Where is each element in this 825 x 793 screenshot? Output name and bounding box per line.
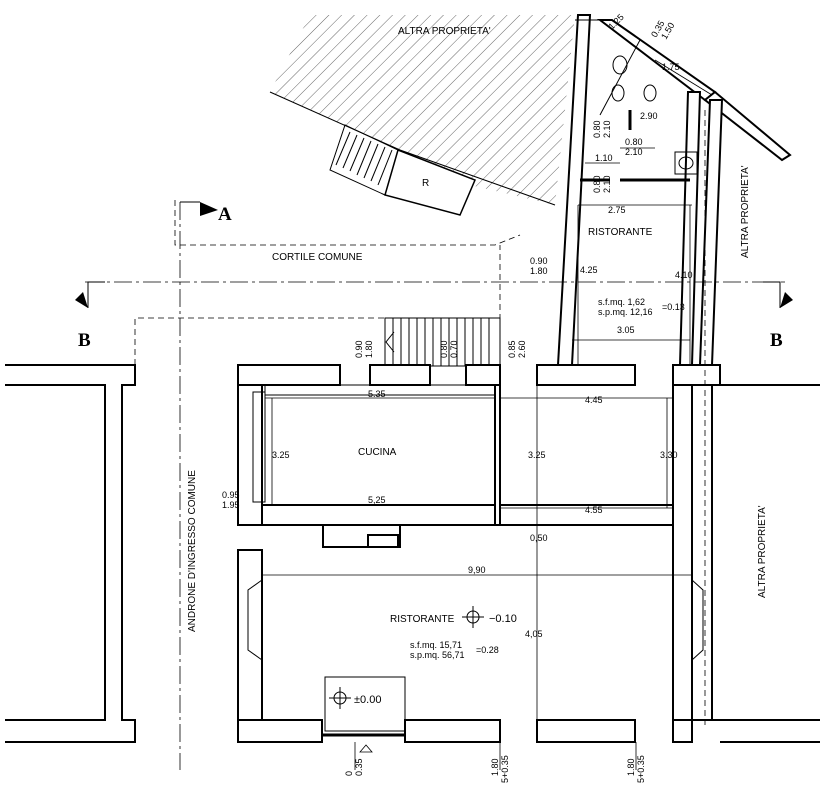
- dim-425: 4.25: [580, 265, 598, 275]
- dim-110: 1.10: [595, 153, 613, 163]
- bay-left: [247, 579, 263, 661]
- dim-180b: 1.80: [364, 340, 374, 358]
- dim-080a: 0.80: [592, 120, 602, 138]
- dim-180a: 1.80: [530, 266, 548, 276]
- room-label-ristorante: RISTORANTE: [390, 614, 455, 625]
- section-b-right: B: [770, 330, 783, 351]
- dim-090b: 0.90: [354, 340, 364, 358]
- entrance-landing: [324, 676, 406, 732]
- dim-210a: 2.10: [602, 120, 612, 138]
- altra-proprieta-right-bottom: ALTRA PROPRIETA': [757, 505, 768, 598]
- dim-bottom-3b: 5+0.35: [636, 755, 646, 783]
- dim-325a: 3.25: [272, 450, 290, 460]
- dim-090: 0.90: [530, 256, 548, 266]
- dim-210c: 2.10: [602, 175, 612, 193]
- ratio-main-sf: s.f.mq. 15,71: [410, 640, 462, 650]
- level-marker-main: [462, 606, 484, 628]
- dim-195: 1.95: [222, 500, 240, 510]
- dimension-lines: [262, 59, 713, 770]
- ratio-upper-sf: s.f.mq. 1,62: [598, 297, 645, 307]
- dim-080d: 0.80: [439, 340, 449, 358]
- dim-325b: 3.25: [528, 450, 546, 460]
- main-walls: [5, 364, 820, 743]
- section-b-left: B: [78, 330, 91, 351]
- altra-proprieta-right-top: ALTRA PROPRIETA': [740, 165, 751, 258]
- dim-275: 2.75: [608, 205, 626, 215]
- ratio-upper-value: =0.13: [662, 302, 685, 312]
- dim-bottom-3a: 1.80: [626, 758, 636, 776]
- dim-175: 1.75: [662, 62, 680, 72]
- dim-bottom-2b: 5+0.35: [500, 755, 510, 783]
- dim-260: 2.60: [517, 340, 527, 358]
- dim-085: 0.85: [507, 340, 517, 358]
- androne-label: ANDRONE D'INGRESSO COMUNE: [187, 470, 198, 632]
- dim-bottom-1b: 0: [344, 771, 354, 776]
- dim-525: 5,25: [368, 495, 386, 505]
- dim-080c: 0.80: [592, 175, 602, 193]
- dim-445: 4.45: [585, 395, 603, 405]
- room-r-label: R: [422, 178, 429, 189]
- bay-right: [691, 579, 704, 661]
- cortile-outline: [174, 200, 521, 246]
- upper-right-walls: [556, 14, 792, 366]
- dim-095: 0.95: [222, 490, 240, 500]
- room-label-ristorante-upper: RISTORANTE: [588, 227, 653, 238]
- dim-305: 3.05: [617, 325, 635, 335]
- dim-080b: 0.80: [625, 137, 643, 147]
- section-b-left-marker: [87, 281, 105, 308]
- ratio-upper-sp: s.p.mq. 12,16: [598, 307, 653, 317]
- section-a-label: A: [218, 204, 232, 225]
- hatch-boundary-2: [399, 149, 556, 206]
- bathroom-fixtures: [611, 55, 698, 175]
- dim-050: 0,50: [530, 533, 548, 543]
- room-r: [384, 149, 476, 216]
- lower-stairs: [384, 317, 501, 367]
- dim-535: 5.35: [368, 389, 386, 399]
- level-main: −0.10: [489, 613, 517, 625]
- dim-bottom-1a: 0.35: [354, 758, 364, 776]
- dim-990: 9,90: [468, 565, 486, 575]
- dim-210b: 2.10: [625, 147, 643, 157]
- neighbour-hatched-area: [270, 15, 575, 205]
- level-entrance: ±0.00: [354, 694, 381, 706]
- section-b-right-marker: [763, 281, 781, 308]
- room-label-cucina: CUCINA: [358, 447, 397, 458]
- dim-455: 4.55: [585, 505, 603, 515]
- ratio-main-value: =0.28: [476, 645, 499, 655]
- dim-405: 4,05: [525, 629, 543, 639]
- dim-330: 3.30: [660, 450, 678, 460]
- dim-290: 2.90: [640, 111, 658, 121]
- dim-070: 0.70: [449, 340, 459, 358]
- cortile-label: CORTILE COMUNE: [272, 252, 363, 263]
- cortile-lower-outline: [134, 245, 501, 365]
- altra-proprieta-top: ALTRA PROPRIETA': [398, 26, 491, 37]
- ratio-main-sp: s.p.mq. 56,71: [410, 650, 465, 660]
- level-marker-entrance: [329, 687, 351, 709]
- dim-bottom-2a: 1.80: [490, 758, 500, 776]
- dim-410: 4.10: [675, 270, 693, 280]
